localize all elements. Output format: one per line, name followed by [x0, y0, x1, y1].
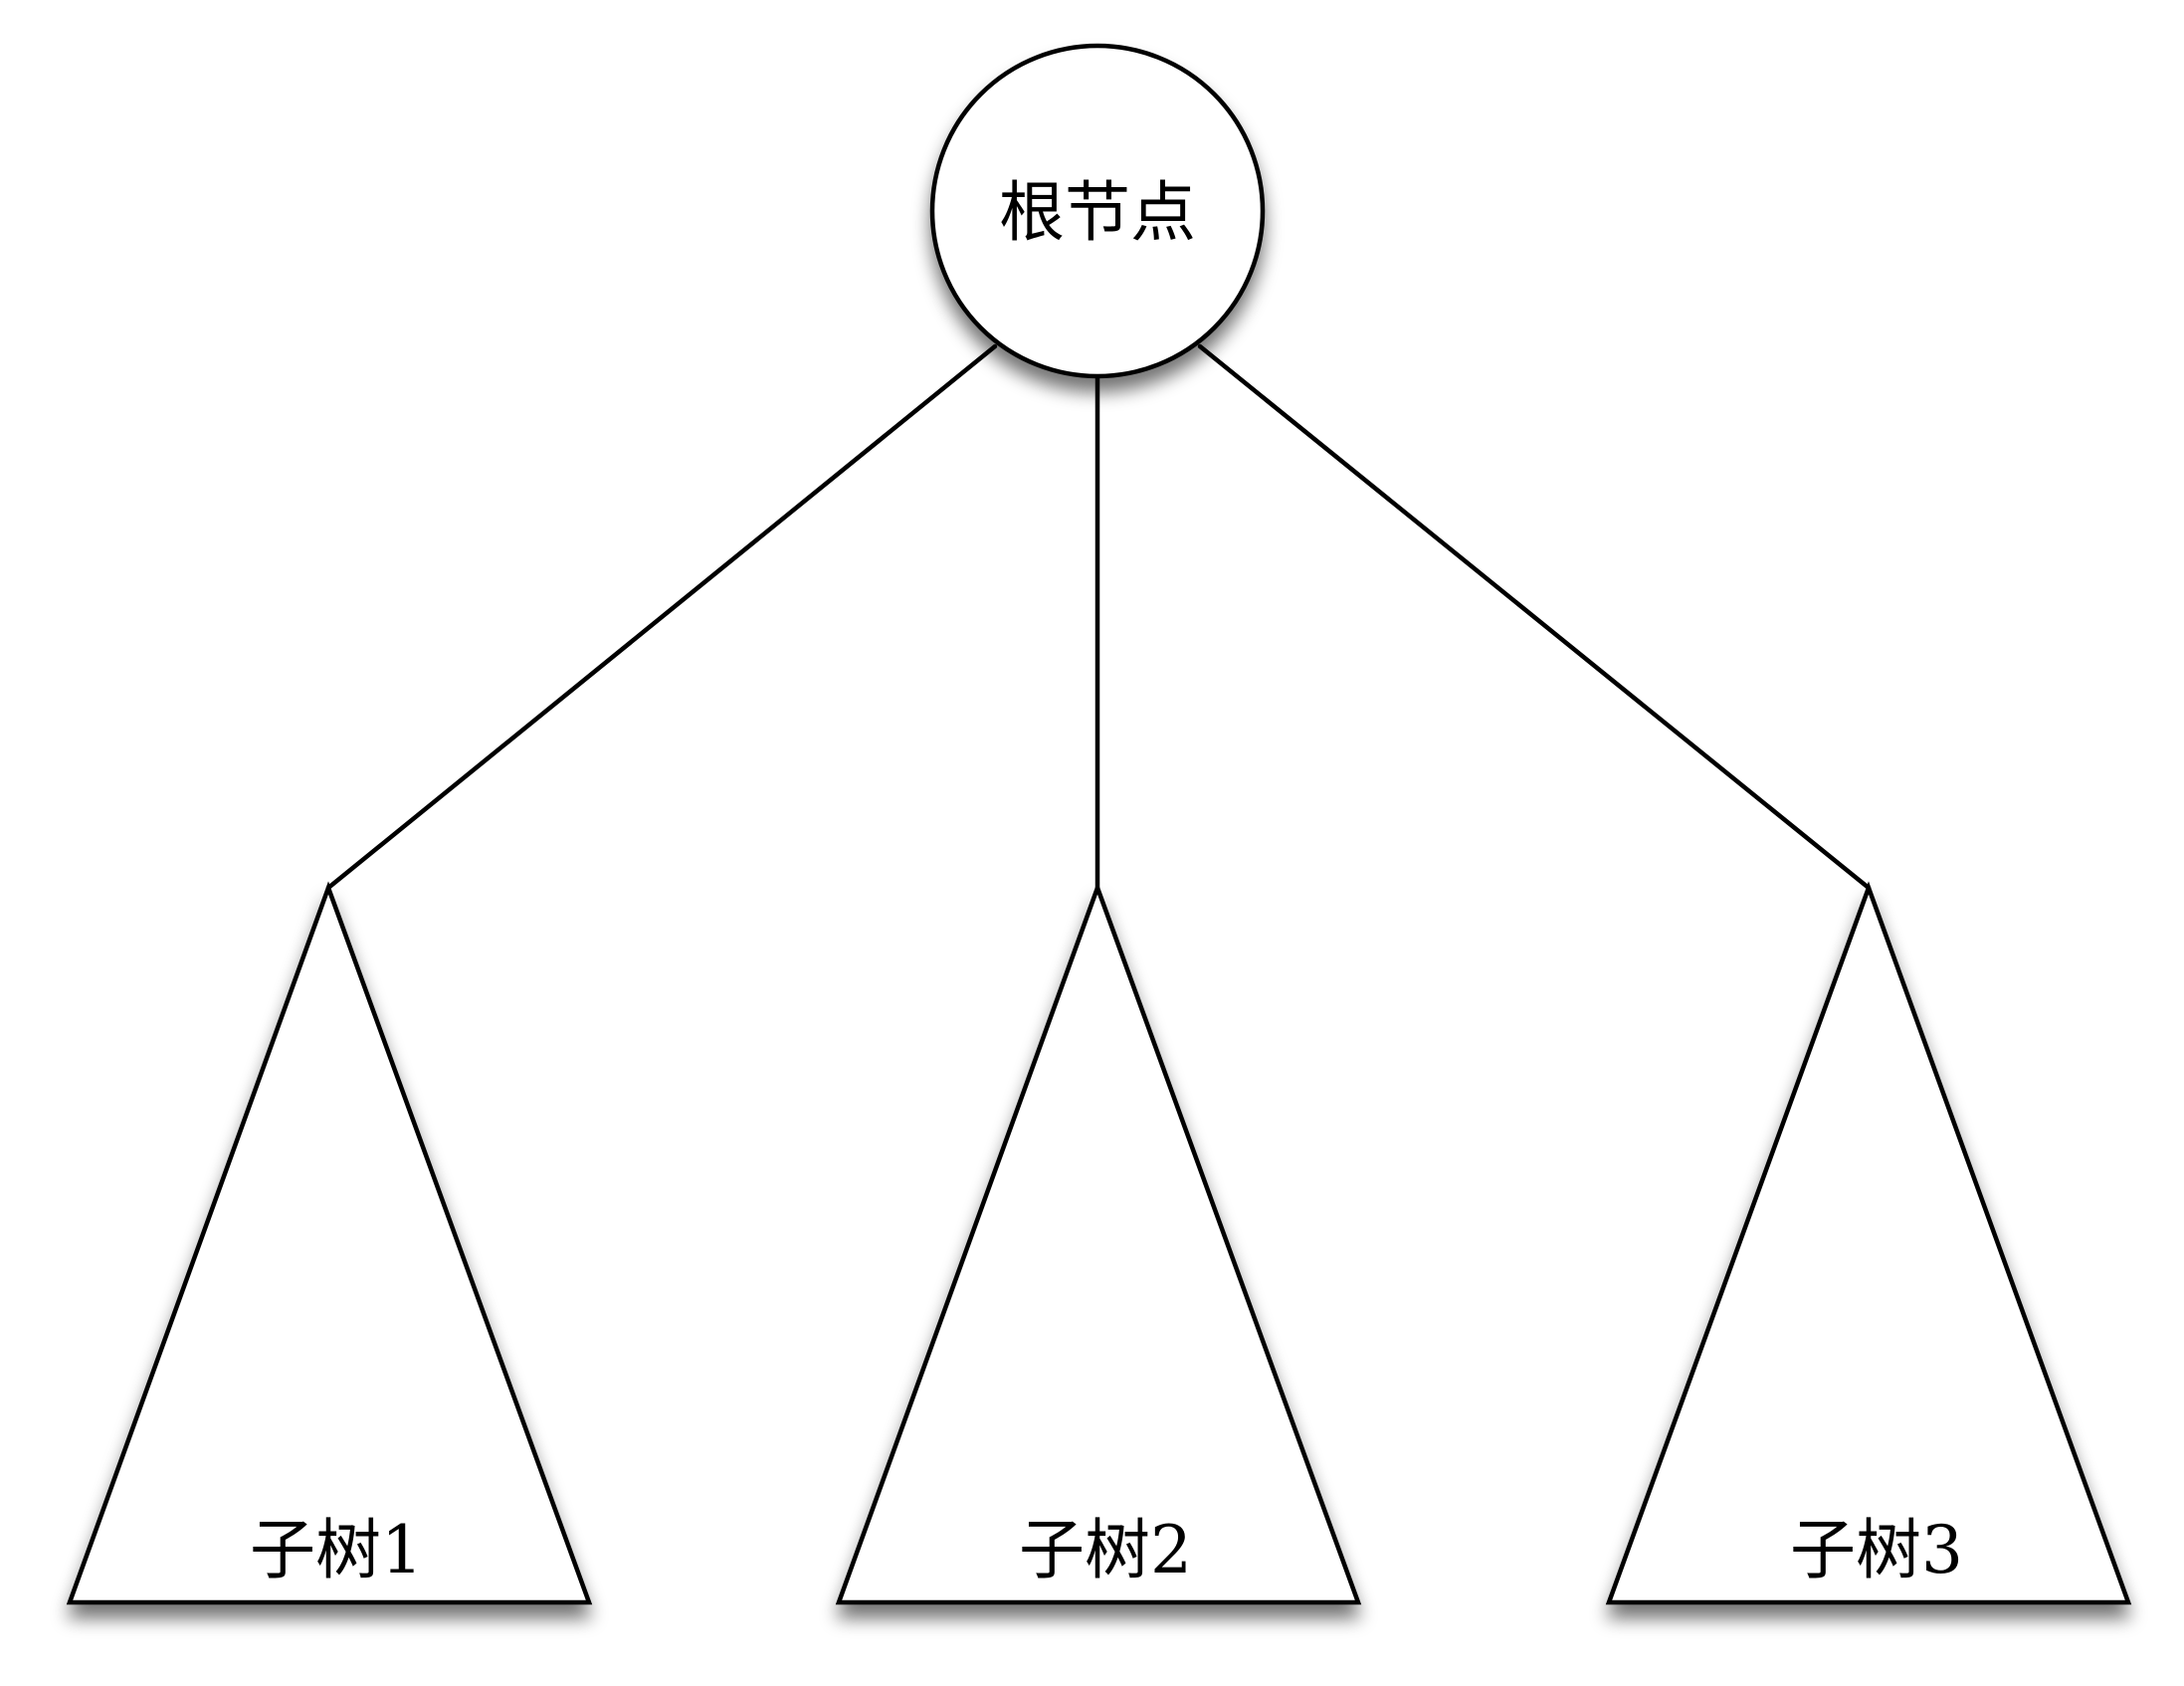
subtree-label: 子树1 — [250, 1512, 423, 1588]
subtree-3: 子树3 — [1605, 881, 2132, 1605]
subtree-2: 子树2 — [835, 881, 1362, 1605]
edge-root-to-subtree-1 — [325, 343, 998, 891]
root-node: 根节点 — [929, 43, 1266, 379]
root-circle — [929, 43, 1266, 379]
subtree-triangle — [66, 881, 593, 1605]
edge-root-to-subtree-3 — [1197, 343, 1872, 891]
root-label: 根节点 — [999, 174, 1196, 251]
subtree-label: 子树3 — [1790, 1512, 1963, 1588]
subtree-label: 子树2 — [1019, 1512, 1192, 1588]
edges — [325, 343, 1872, 891]
subtree-triangle — [1605, 881, 2132, 1605]
subtree-triangle — [835, 881, 1362, 1605]
subtree-1: 子树1 — [66, 881, 593, 1605]
